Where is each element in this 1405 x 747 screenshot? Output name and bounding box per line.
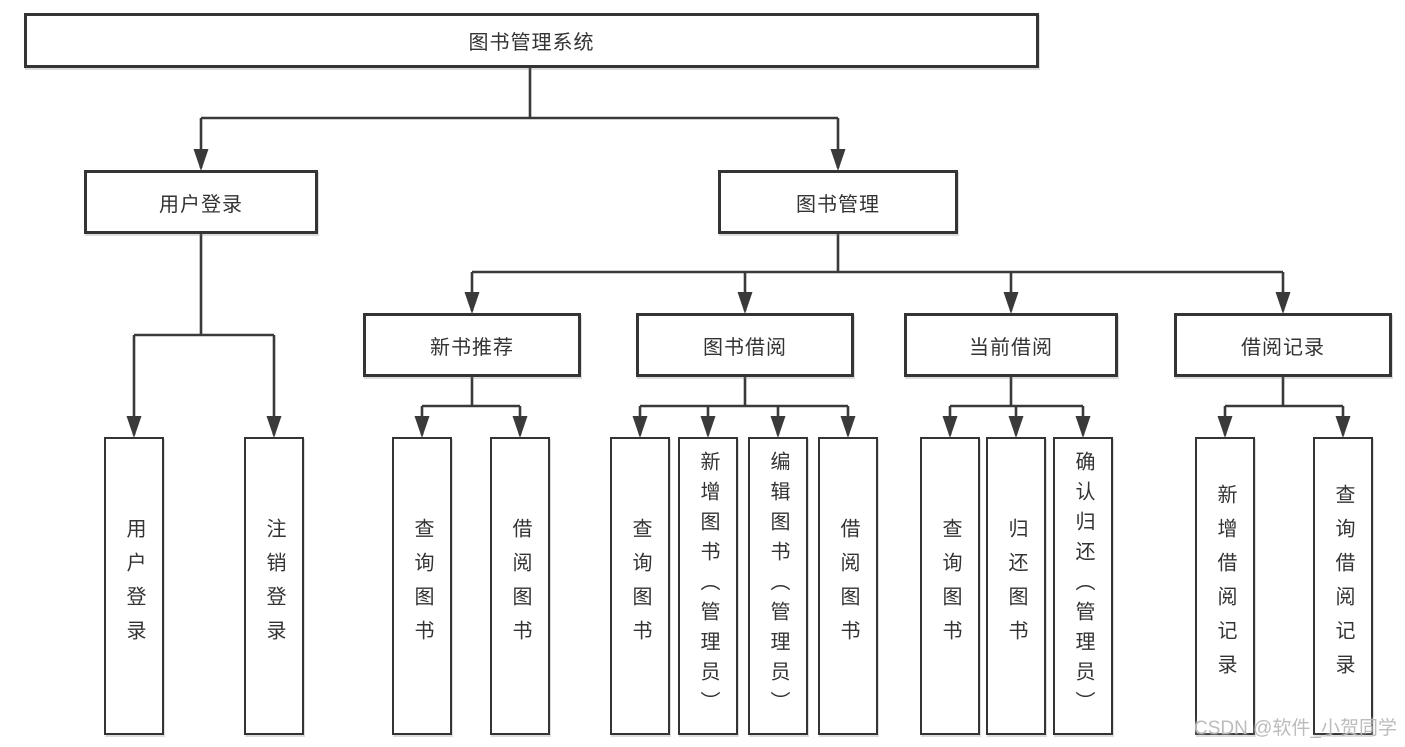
leaf-add-borrow-record: 新增借阅记录 — [1195, 437, 1255, 735]
leaf-borrow-books: 借阅图书 — [818, 437, 878, 735]
node-label: 新增图书（管理员） — [697, 451, 719, 721]
node-root-library-system: 图书管理系统 — [24, 13, 1039, 68]
node-label: 当前借阅 — [969, 336, 1053, 359]
node-book-borrowing: 图书借阅 — [636, 313, 854, 377]
node-label: 查询图书 — [939, 518, 961, 654]
node-label: 查询图书 — [629, 518, 651, 654]
node-user-login: 用户登录 — [84, 170, 318, 234]
node-new-book-recommend: 新书推荐 — [363, 313, 581, 377]
leaf-borrow-books-recommend: 借阅图书 — [490, 437, 550, 735]
node-label: 查询图书 — [411, 518, 433, 654]
node-label: 新书推荐 — [430, 336, 514, 359]
leaf-query-books-borrowing: 查询图书 — [610, 437, 670, 735]
leaf-query-books-current: 查询图书 — [920, 437, 980, 735]
node-borrowing-records: 借阅记录 — [1174, 313, 1392, 377]
node-label: 确认归还（管理员） — [1072, 451, 1094, 721]
leaf-user-login: 用户登录 — [104, 437, 164, 735]
leaf-edit-book-admin: 编辑图书（管理员） — [748, 437, 808, 735]
node-label: 编辑图书（管理员） — [767, 451, 789, 721]
leaf-query-books-recommend: 查询图书 — [392, 437, 452, 735]
node-label: 用户登录 — [159, 193, 243, 216]
leaf-logout: 注销登录 — [244, 437, 304, 735]
node-label: 借阅图书 — [837, 518, 859, 654]
leaf-return-books: 归还图书 — [986, 437, 1046, 735]
node-label: 归还图书 — [1005, 518, 1027, 654]
node-label: 查询借阅记录 — [1332, 484, 1354, 688]
node-label: 图书借阅 — [703, 336, 787, 359]
node-current-borrowing: 当前借阅 — [904, 313, 1118, 377]
leaf-confirm-return-admin: 确认归还（管理员） — [1053, 437, 1113, 735]
csdn-watermark: CSDN @软件_小贺同学 — [1194, 718, 1397, 739]
node-label: 借阅记录 — [1241, 336, 1325, 359]
leaf-query-borrow-record: 查询借阅记录 — [1313, 437, 1373, 735]
node-label: 图书管理 — [796, 193, 880, 216]
node-label: 注销登录 — [263, 518, 285, 654]
node-book-management: 图书管理 — [718, 170, 958, 234]
node-label: 图书管理系统 — [468, 32, 595, 54]
leaf-add-book-admin: 新增图书（管理员） — [678, 437, 738, 735]
node-label: 借阅图书 — [509, 518, 531, 654]
node-label: 新增借阅记录 — [1214, 484, 1236, 688]
node-label: 用户登录 — [123, 518, 145, 654]
